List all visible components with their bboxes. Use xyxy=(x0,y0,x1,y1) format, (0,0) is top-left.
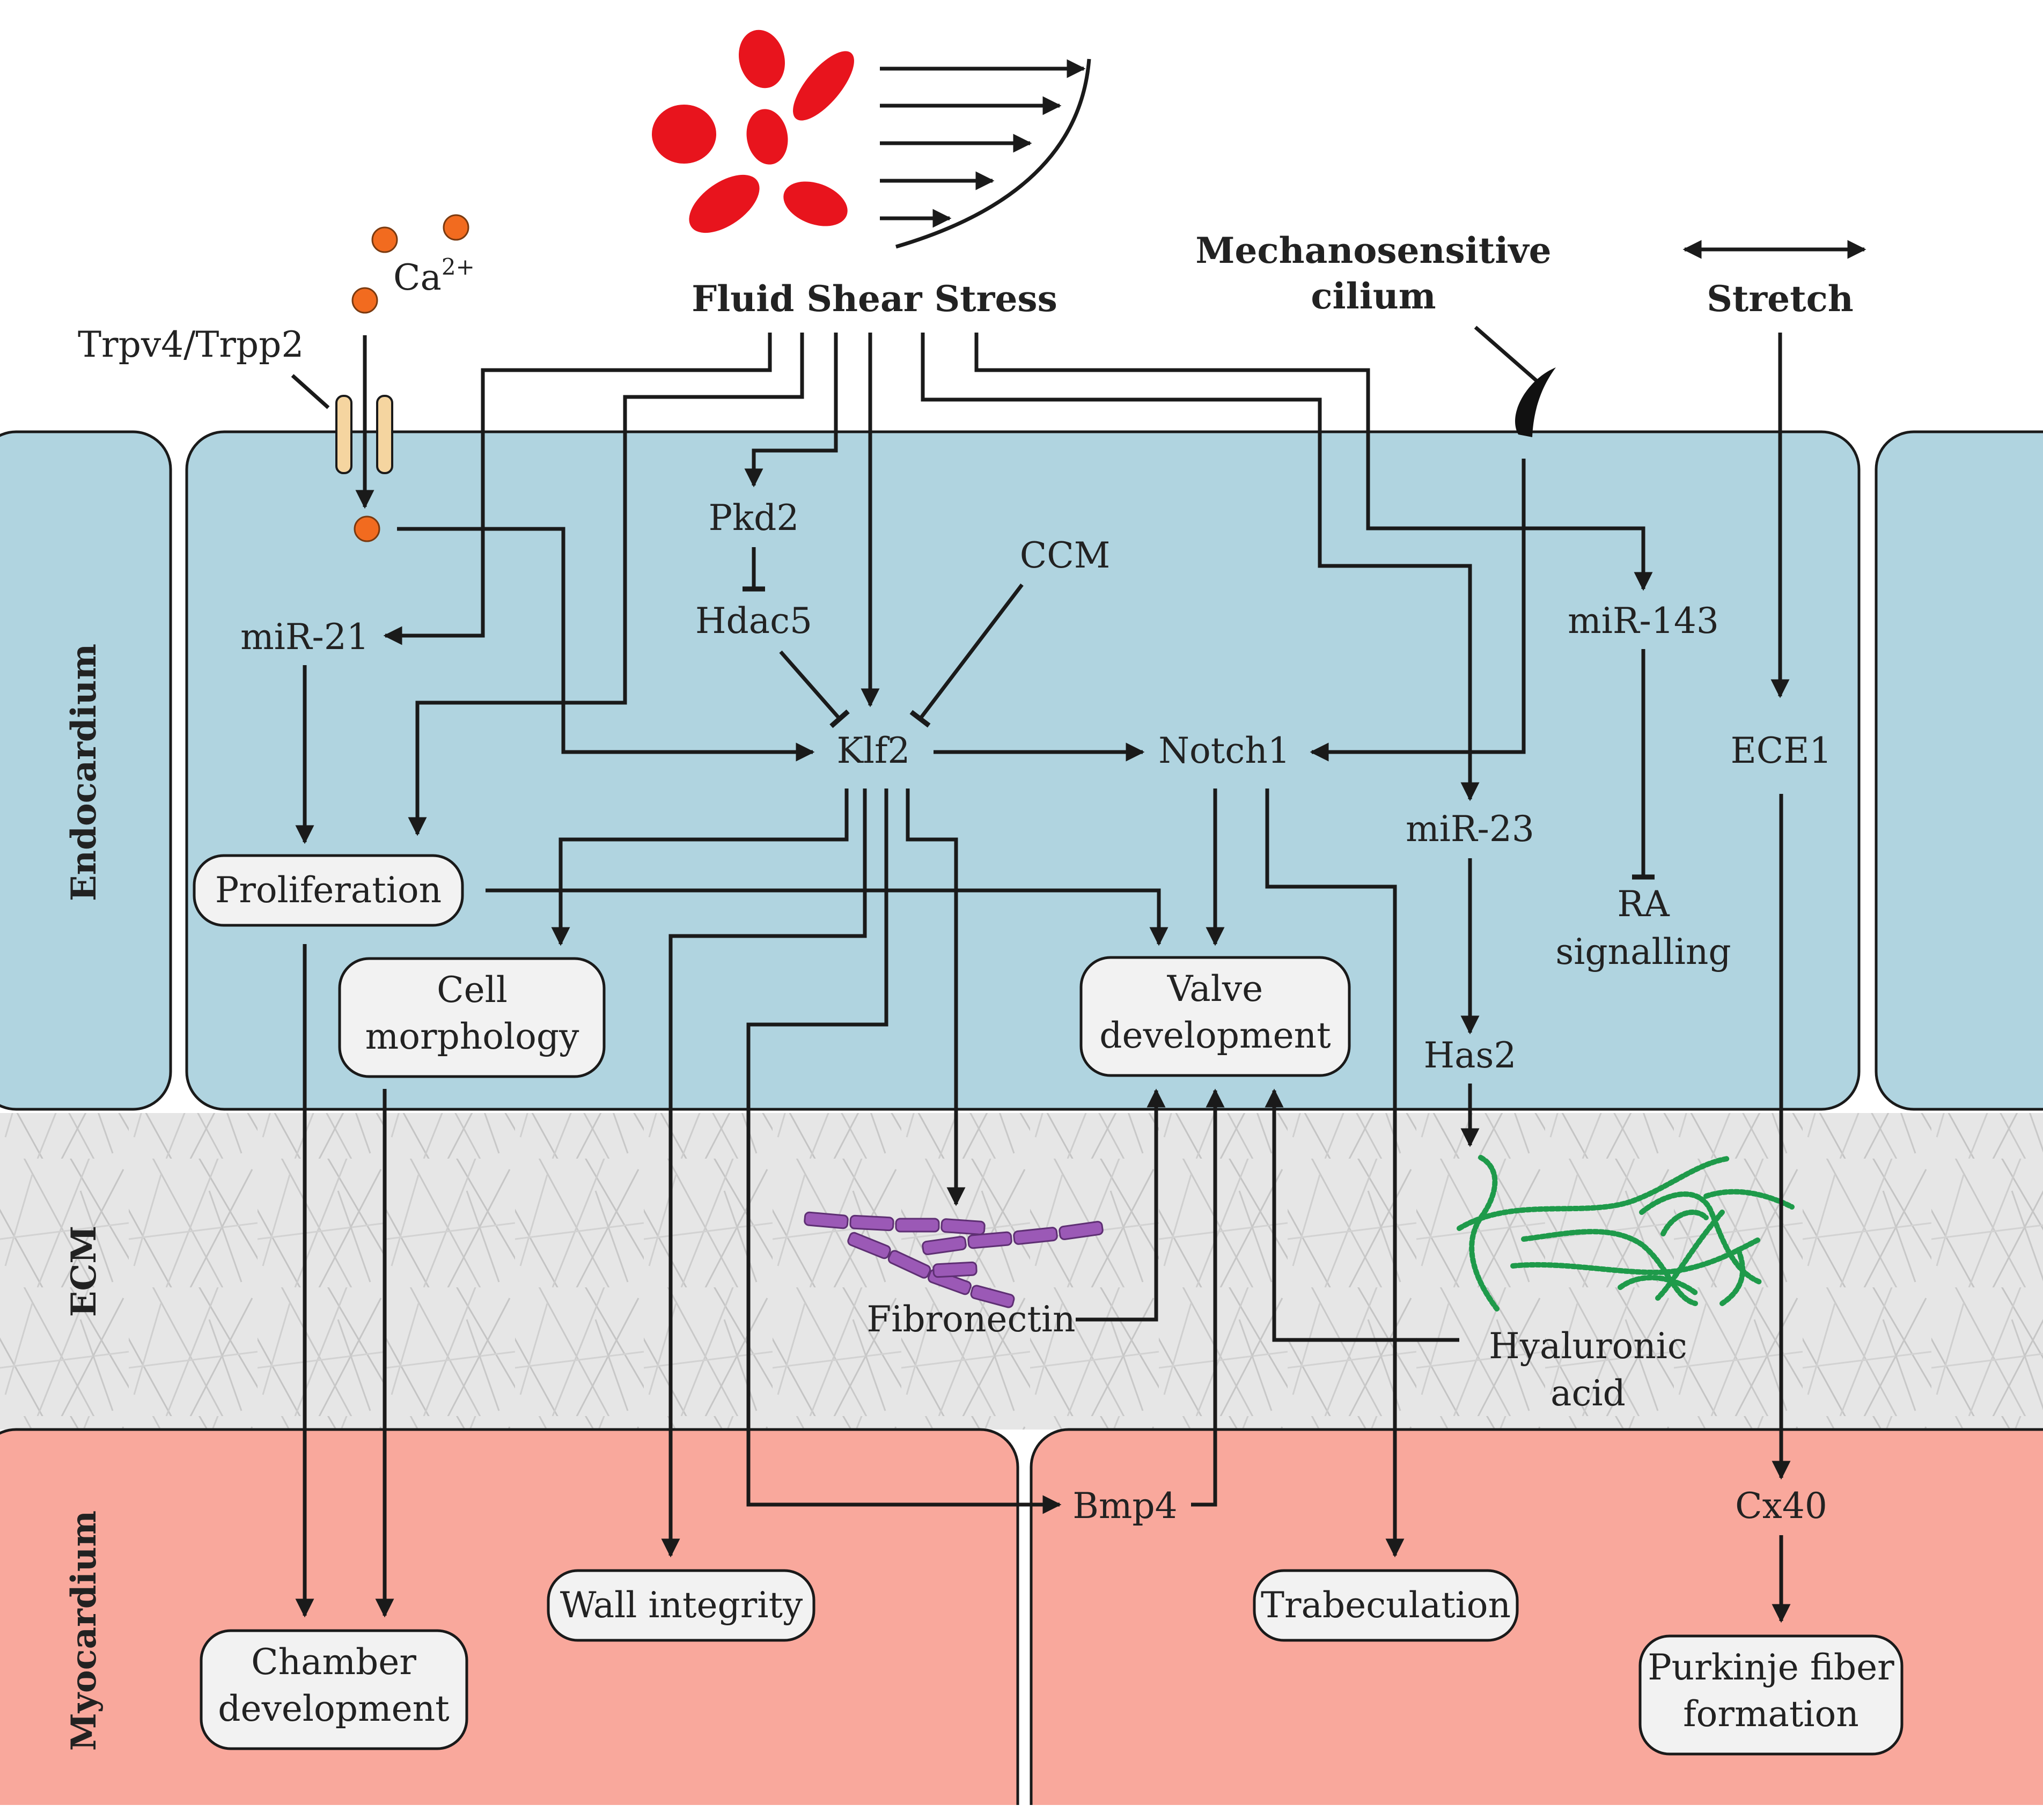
ece1-label: ECE1 xyxy=(1731,730,1832,771)
hdac5-label: Hdac5 xyxy=(695,600,812,642)
endocardium-layer xyxy=(0,430,2043,1111)
hyaluronic-acid-line2: acid xyxy=(1550,1373,1626,1414)
endocardium-label: Endocardium xyxy=(64,644,104,901)
wall-integrity-box: Wall integrity xyxy=(547,1569,815,1642)
svg-text:Proliferation: Proliferation xyxy=(215,870,442,911)
endocardium-cell-right xyxy=(1875,430,2043,1111)
svg-text:development: development xyxy=(218,1688,449,1729)
bmp4-label: Bmp4 xyxy=(1072,1485,1177,1527)
notch1-label: Notch1 xyxy=(1158,730,1290,771)
svg-text:Wall integrity: Wall integrity xyxy=(560,1585,803,1626)
svg-text:Chamber: Chamber xyxy=(251,1641,416,1683)
myocardium-cell-left xyxy=(0,1428,1019,1820)
svg-text:morphology: morphology xyxy=(365,1016,579,1057)
pkd2-label: Pkd2 xyxy=(709,497,799,539)
has2-label: Has2 xyxy=(1424,1035,1517,1076)
myocardium-cell-right xyxy=(1030,1428,2043,1820)
valve-development-box: Valve development xyxy=(1079,956,1351,1077)
myocardium-label: Myocardium xyxy=(64,1510,104,1751)
fibronectin-fibers xyxy=(804,1211,1104,1308)
trabeculation-box: Trabeculation xyxy=(1253,1569,1519,1642)
hyaluronic-acid-strands xyxy=(1457,1155,1795,1311)
svg-text:Purkinje fiber: Purkinje fiber xyxy=(1648,1647,1894,1688)
ccm-label: CCM xyxy=(1020,535,1111,576)
endocardium-cell-center xyxy=(185,430,1861,1111)
fibronectin-label: Fibronectin xyxy=(866,1299,1075,1340)
shear-flow-profile xyxy=(880,58,1091,249)
mir143-label: miR-143 xyxy=(1568,600,1719,642)
channel-label: Trpv4/Trpp2 xyxy=(78,324,304,365)
pathway-edges xyxy=(295,333,1791,1623)
endocardium-cell-left xyxy=(0,430,172,1111)
trpv4-trpp2-channel xyxy=(335,395,393,474)
svg-text:Trabeculation: Trabeculation xyxy=(1261,1585,1511,1626)
ra-signalling-line1: RA xyxy=(1617,883,1670,925)
cilium-icon xyxy=(1515,367,1556,437)
calcium-ions xyxy=(351,214,469,542)
mir21-label: miR-21 xyxy=(240,616,369,658)
svg-text:Cell: Cell xyxy=(437,969,508,1011)
stretch-label: Stretch xyxy=(1707,278,1854,320)
red-blood-cells xyxy=(652,30,854,233)
cell-morphology-box: Cell morphology xyxy=(338,957,606,1078)
cilium-label-line2: cilium xyxy=(1311,275,1436,317)
fluid-shear-stress-label: Fluid Shear Stress xyxy=(692,278,1057,320)
klf2-label: Klf2 xyxy=(837,730,910,771)
svg-text:development: development xyxy=(1099,1015,1331,1056)
proliferation-box: Proliferation xyxy=(193,854,464,927)
ra-signalling-line2: signalling xyxy=(1555,931,1731,972)
ecm-label: ECM xyxy=(64,1226,104,1317)
purkinje-fiber-formation-box: Purkinje fiber formation xyxy=(1638,1634,1904,1756)
svg-text:Valve: Valve xyxy=(1167,968,1263,1010)
chamber-development-box: Chamber development xyxy=(200,1629,468,1750)
mir23-label: miR-23 xyxy=(1406,808,1534,850)
calcium-label: Ca2+ xyxy=(393,254,475,298)
svg-text:formation: formation xyxy=(1683,1693,1859,1735)
cx40-label: Cx40 xyxy=(1735,1485,1827,1527)
cilium-label-line1: Mechanosensitive xyxy=(1195,230,1551,271)
hyaluronic-acid-line1: Hyaluronic xyxy=(1489,1325,1687,1367)
